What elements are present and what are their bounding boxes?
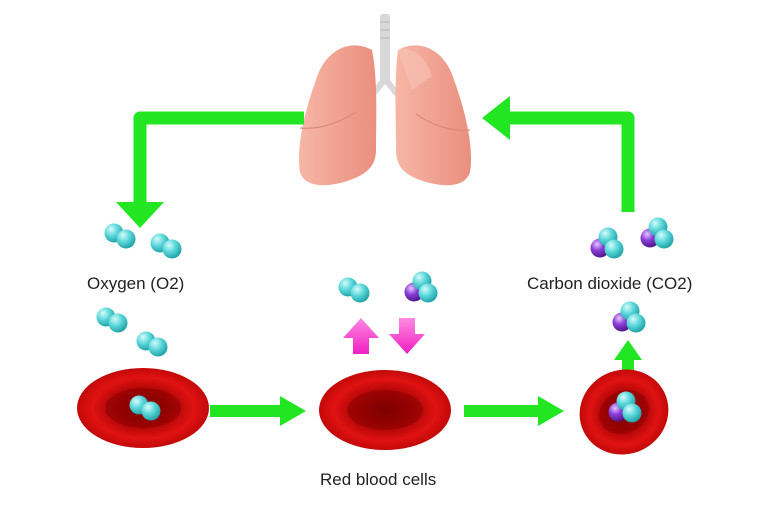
pink-exchange-arrows (343, 318, 425, 354)
arrow-lungs-to-oxygen (133, 111, 304, 206)
carbon-dioxide-label: Carbon dioxide (CO2) (527, 274, 693, 293)
arrow-head-oxygen (116, 202, 164, 228)
red-blood-cell-icon (77, 368, 209, 448)
arrow-head-lungs (482, 96, 510, 140)
carbon-dioxide-molecule-icon (641, 218, 674, 249)
oxygen-molecule-icon (137, 332, 168, 357)
red-blood-cells-label: Red blood cells (320, 470, 437, 489)
oxygen-molecule-icon (151, 234, 182, 259)
carbon-dioxide-molecule-icon (613, 302, 646, 333)
red-blood-cells (77, 354, 683, 470)
oxygen-molecule-icon (97, 308, 128, 333)
carbon-dioxide-molecule-icon (591, 228, 624, 259)
oxygen-molecule-icon (339, 278, 370, 303)
oxygen-label: Oxygen (O2) (87, 274, 185, 293)
arrow-co2-to-lungs (506, 111, 635, 212)
arrow-up-pink (343, 318, 379, 354)
oxygen-molecule-icon (105, 224, 136, 249)
carbon-dioxide-molecule-icon (405, 272, 438, 303)
arrow-down-pink (389, 318, 425, 354)
red-blood-cell-icon (319, 370, 451, 450)
lungs-icon (298, 14, 472, 186)
